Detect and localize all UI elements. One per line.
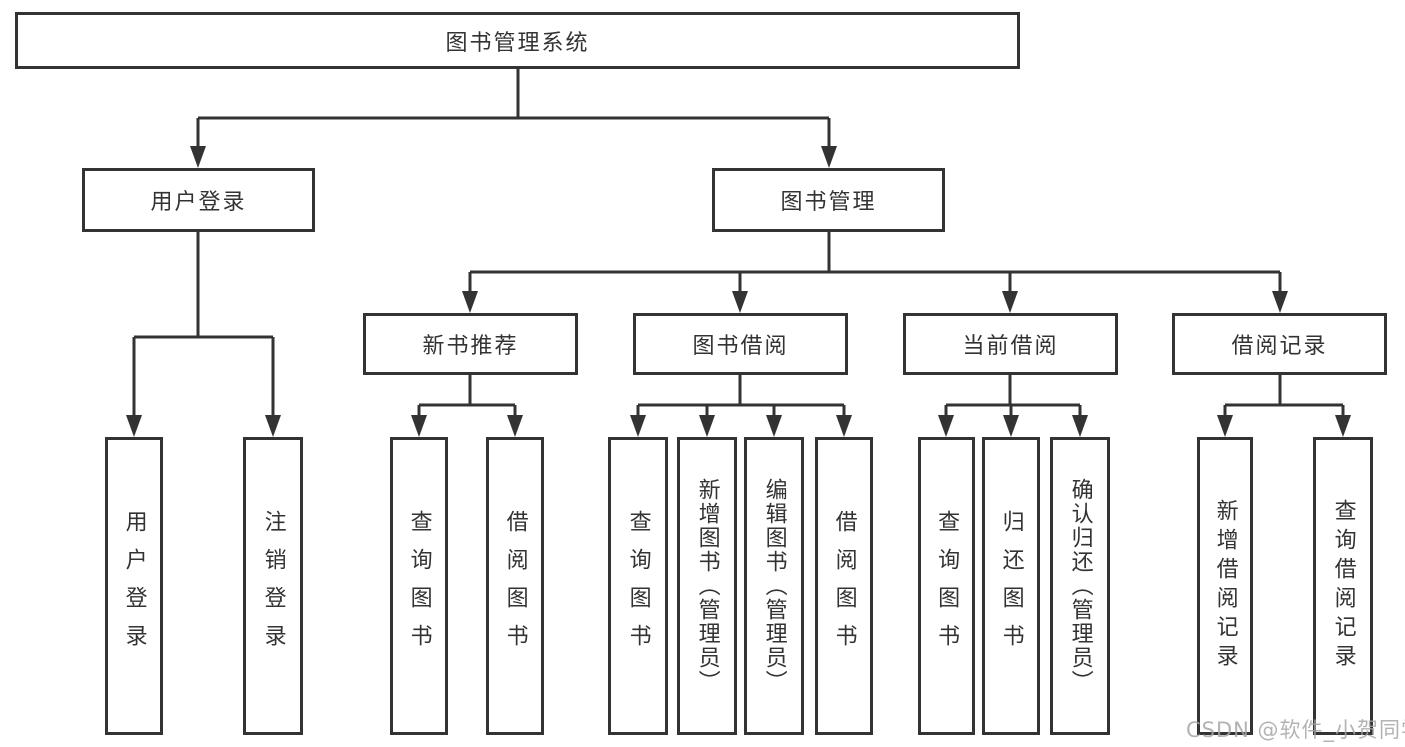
- leaf-query-books-borrow: 查询图书: [608, 437, 668, 735]
- leaf-add-books-admin: 新增图书（管理员）: [677, 437, 737, 735]
- leaf-add-borrow-record: 新增借阅记录: [1197, 437, 1253, 735]
- leaf-borrow-books-recommend: 借阅图书: [486, 437, 544, 735]
- node-user-login: 用户登录: [82, 168, 315, 232]
- leaf-query-books-recommend: 查询图书: [390, 437, 448, 735]
- node-book-management: 图书管理: [712, 168, 945, 232]
- leaf-return-books: 归还图书: [982, 437, 1040, 735]
- leaf-query-books-current: 查询图书: [918, 437, 975, 735]
- leaf-confirm-return-admin: 确认归还（管理员）: [1050, 437, 1110, 735]
- csdn-watermark: CSDN @软件_小贺同学: [1186, 718, 1405, 742]
- leaf-logout: 注销登录: [243, 437, 303, 735]
- leaf-edit-books-admin: 编辑图书（管理员）: [744, 437, 804, 735]
- leaf-user-login: 用户登录: [105, 437, 163, 735]
- arrowhead-icons: [126, 146, 1351, 437]
- leaf-query-borrow-record: 查询借阅记录: [1313, 437, 1373, 735]
- leaf-borrow-books: 借阅图书: [815, 437, 873, 735]
- node-borrowing-records: 借阅记录: [1172, 313, 1387, 375]
- node-book-borrowing: 图书借阅: [633, 313, 848, 375]
- node-library-management-system: 图书管理系统: [15, 12, 1020, 69]
- node-new-book-recommendation: 新书推荐: [363, 313, 578, 375]
- node-current-borrowing: 当前借阅: [903, 313, 1118, 375]
